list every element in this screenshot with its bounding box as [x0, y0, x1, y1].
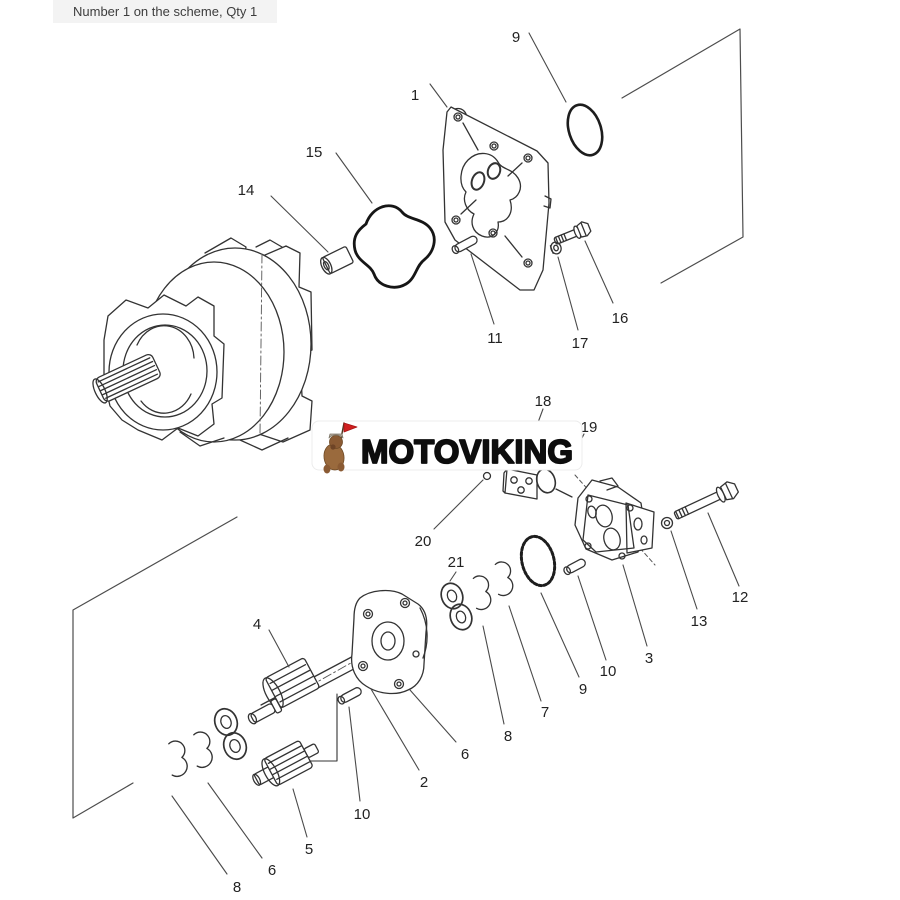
part-label-18: 18 — [535, 393, 552, 410]
snap-ring-part-8-mid — [470, 573, 494, 612]
leader-line-part-3 — [622, 564, 648, 647]
snap-ring-part-7 — [492, 559, 516, 598]
leader-line-part-17 — [557, 256, 579, 331]
bushing-part-14 — [320, 246, 354, 275]
part-label-6: 6 — [268, 862, 276, 879]
leader-line-part-9 — [540, 592, 580, 678]
leader-line-part-14 — [270, 195, 329, 253]
part-label-13: 13 — [691, 613, 708, 630]
part-label-5: 5 — [305, 841, 313, 858]
leader-line-part-5 — [292, 788, 308, 838]
part-label-21: 21 — [448, 554, 465, 571]
part-label-10: 10 — [600, 663, 617, 680]
viking-dog-mascot — [323, 422, 358, 474]
pump-body — [92, 237, 313, 451]
leader-line-part-16 — [584, 240, 614, 304]
leader-line-part-20 — [433, 479, 484, 530]
part-label-17: 17 — [572, 335, 589, 352]
seal-pair-low — [213, 707, 248, 761]
leader-line-part-13 — [670, 530, 698, 610]
leader-line-part-21 — [449, 571, 457, 582]
leader-line-part-6 — [409, 689, 457, 743]
leader-line-part-9 — [528, 32, 567, 103]
o-ring-part-9-mid — [519, 534, 557, 588]
brand-wordmark: MOTOVIKING — [361, 433, 573, 470]
sheet-frame-lower — [72, 516, 238, 819]
part-label-1: 1 — [411, 87, 419, 104]
part-label-20: 20 — [415, 533, 432, 550]
bolt-part-12 — [673, 481, 739, 520]
part-label-9: 9 — [579, 681, 587, 698]
leader-line-part-10 — [577, 575, 607, 661]
part-label-12: 12 — [732, 589, 749, 606]
pin-part-10-low — [337, 687, 362, 705]
header-note: Number 1 on the scheme, Qty 1 — [53, 0, 277, 23]
leader-line-part-8 — [171, 795, 228, 875]
bolt-part-16 — [553, 221, 592, 245]
part-label-8: 8 — [504, 728, 512, 745]
part-label-19: 19 — [581, 419, 598, 436]
part-label-3: 3 — [645, 650, 653, 667]
leader-line-part-10 — [348, 706, 361, 802]
pin-part-10-mid — [563, 558, 586, 576]
leader-line-part-15 — [335, 152, 373, 204]
leader-line-part-8 — [482, 625, 505, 725]
washer-part-13 — [660, 516, 674, 530]
leader-line-part-1 — [429, 83, 448, 108]
ball-part-20 — [482, 471, 492, 481]
watermark-logo: MOTOVIKING — [311, 420, 583, 474]
leader-line-part-6 — [207, 782, 263, 859]
leader-line-part-12 — [707, 512, 740, 587]
valve-plate-part-18 — [502, 468, 538, 500]
o-ring-part-9-top — [566, 103, 604, 157]
assembly-line-19 — [555, 488, 573, 498]
part-label-8: 8 — [233, 879, 241, 896]
part-label-14: 14 — [238, 182, 255, 199]
leader-line-part-4 — [268, 629, 290, 668]
snap-ring-part-8-low — [165, 738, 191, 779]
part-label-16: 16 — [612, 310, 629, 327]
snap-ring-part-6-low — [190, 729, 216, 770]
bearing-flange-part-2 — [350, 589, 428, 695]
part-label-10: 10 — [354, 806, 371, 823]
leader-line-part-2 — [370, 688, 420, 771]
sheet-frame-upper — [621, 28, 744, 284]
gasket-part-15 — [352, 204, 436, 289]
splined-shaft — [92, 353, 161, 404]
leader-line-part-11 — [470, 253, 495, 325]
assembly-elbow-line — [307, 693, 338, 762]
part-label-11: 11 — [487, 330, 503, 347]
nut-part-17 — [549, 241, 562, 255]
cover-plate-part-1 — [442, 106, 552, 291]
driven-gear-part-5 — [252, 740, 320, 787]
part-label-9: 9 — [512, 29, 520, 46]
part-label-6: 6 — [461, 746, 469, 763]
part-label-15: 15 — [306, 144, 323, 161]
leader-line-part-7 — [508, 605, 542, 702]
part-label-7: 7 — [541, 704, 549, 721]
rear-cover-part-3 — [574, 474, 656, 566]
pin-part-11 — [451, 235, 478, 255]
part-label-4: 4 — [253, 616, 261, 633]
part-label-2: 2 — [420, 774, 428, 791]
seal-pair-part-21 — [440, 582, 473, 631]
